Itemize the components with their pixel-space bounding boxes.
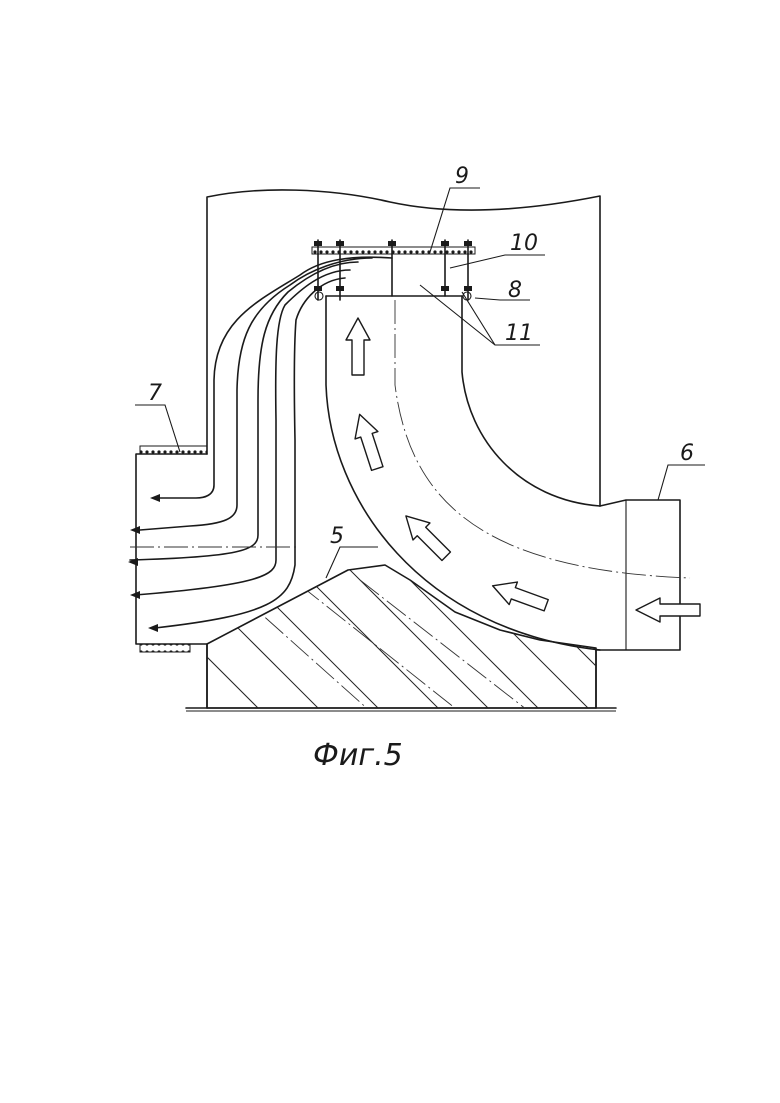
figure-caption: Фиг.5 <box>313 738 403 773</box>
label-7: 7 <box>148 381 162 406</box>
top-flange <box>312 240 475 300</box>
hatched-block <box>170 520 660 730</box>
label-5: 5 <box>330 524 344 549</box>
inlet-nozzle <box>596 500 680 650</box>
label-11: 11 <box>505 321 533 346</box>
label-10: 10 <box>510 231 538 256</box>
label-8: 8 <box>508 278 522 303</box>
outlet-nozzle <box>136 446 207 652</box>
housing <box>186 190 616 711</box>
flow-arrows <box>346 318 700 622</box>
label-9: 9 <box>455 164 469 189</box>
outlet-arrowheads <box>128 494 160 632</box>
label-6: 6 <box>680 441 694 466</box>
